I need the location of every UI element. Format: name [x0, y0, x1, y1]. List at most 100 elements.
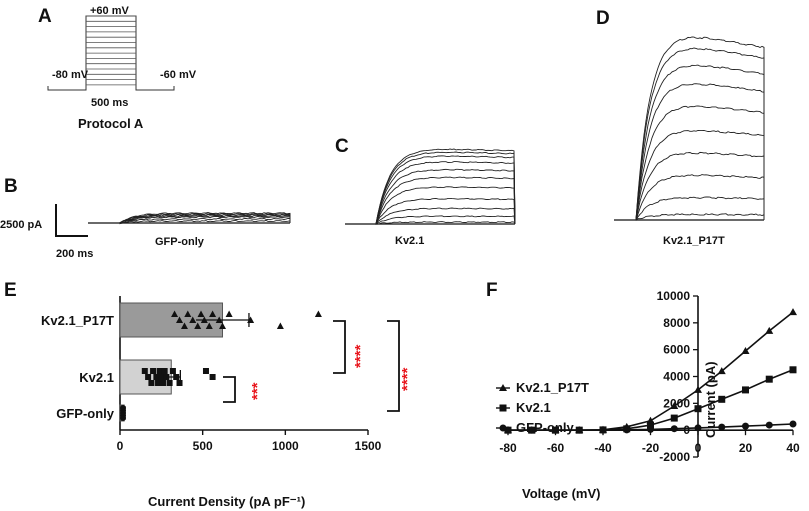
e-point-triangle [276, 322, 284, 329]
e-category-label: Kv2.1_P17T [41, 313, 114, 328]
f-point-circle [647, 425, 654, 433]
current-trace [375, 207, 516, 225]
e-point-triangle [171, 310, 179, 317]
current-trace [375, 168, 516, 225]
e-category-label: Kv2.1 [79, 370, 114, 385]
f-legend-marker [499, 384, 507, 391]
f-point-square [742, 386, 749, 394]
e-point-square [176, 380, 183, 386]
f-point-triangle [717, 367, 726, 375]
panel-c-letter: C [335, 136, 349, 157]
e-point-square [145, 374, 152, 380]
e-point-square [169, 368, 176, 374]
f-legend-label: Kv2.1_P17T [516, 380, 589, 395]
current-trace [375, 151, 516, 225]
f-x-tick-label: -20 [642, 441, 660, 455]
e-point-square [161, 368, 168, 374]
sig-bracket-p17t-gfp [387, 320, 400, 412]
f-point-square [694, 405, 702, 413]
panel-d: D Kv2.1_P17T [596, 8, 765, 247]
current-trace [119, 219, 291, 224]
e-point-square [159, 380, 166, 386]
e-point-square [156, 368, 163, 374]
f-y-tick-label: 4000 [663, 370, 690, 384]
f-point-triangle [694, 385, 702, 393]
f-series-line [508, 311, 794, 431]
current-trace [635, 36, 765, 221]
e-point-triangle [205, 322, 213, 329]
e-x-tick-label: 1500 [355, 439, 382, 453]
panel-e-letter: E [4, 280, 17, 301]
current-trace [635, 174, 765, 221]
e-point-square [202, 368, 209, 374]
e-point-triangle [219, 322, 227, 329]
sig-stars-p17t-gfp: **** [399, 367, 416, 391]
sig-bracket-kv21-gfp [223, 376, 236, 403]
f-point-square [670, 414, 678, 422]
current-trace [375, 186, 516, 225]
e-point-triangle [200, 316, 208, 323]
current-trace [375, 161, 516, 225]
current-trace [635, 213, 765, 221]
f-x-tick-label: 0 [695, 441, 702, 455]
scale-time-label: 200 ms [56, 248, 93, 260]
f-legend-label: GFP-only [516, 420, 575, 435]
e-point-square [166, 380, 173, 386]
f-x-tick-label: 20 [739, 441, 753, 455]
traces-gfp-only [88, 212, 291, 225]
panel-c: C Kv2.1 [335, 136, 516, 247]
e-point-triangle [189, 316, 197, 323]
e-x-tick-label: 0 [117, 439, 124, 453]
current-trace [119, 214, 291, 224]
f-point-circle [552, 426, 559, 434]
trace-label-kv21: Kv2.1 [395, 235, 424, 247]
f-point-square [647, 421, 654, 429]
current-trace [635, 105, 765, 220]
protocol-vpost-label: -60 mV [160, 69, 197, 81]
f-point-circle [694, 424, 702, 432]
e-category-label: GFP-only [56, 406, 115, 421]
f-xlabel: Voltage (mV) [522, 486, 601, 501]
e-point-square [163, 374, 170, 380]
f-point-square [765, 375, 773, 383]
e-x-tick-label: 500 [193, 439, 213, 453]
f-point-circle [670, 425, 678, 433]
f-point-circle [765, 421, 773, 429]
e-point-square [209, 374, 216, 380]
panel-b-letter: B [4, 176, 18, 197]
current-trace [635, 130, 765, 221]
panel-b: B 2500 pA 200 ms GFP-only [0, 176, 291, 260]
e-point-triangle [209, 310, 217, 317]
f-x-tick-label: -80 [499, 441, 517, 455]
e-point-square [148, 380, 155, 386]
f-legend-marker [499, 424, 507, 432]
f-point-square [718, 395, 726, 403]
traces-kv21-p17t [614, 36, 765, 221]
sig-bracket-p17t-kv21 [333, 320, 346, 374]
current-trace [375, 176, 516, 225]
sig-stars-kv21-gfp: *** [249, 382, 266, 400]
e-point-triangle [215, 316, 223, 323]
current-trace [375, 148, 516, 225]
f-point-circle [575, 426, 583, 434]
current-trace [375, 221, 516, 225]
f-x-tick-label: 40 [786, 441, 800, 455]
e-point-square [150, 368, 157, 374]
current-trace [635, 47, 765, 220]
e-point-triangle [184, 310, 192, 317]
e-point-triangle [194, 322, 202, 329]
current-trace [119, 218, 291, 225]
scale-bar [55, 204, 88, 237]
current-trace [635, 64, 765, 220]
f-point-triangle [765, 326, 774, 334]
e-point-square [158, 374, 165, 380]
current-trace [119, 213, 291, 224]
f-ylabel: Current (pA) [703, 361, 718, 438]
e-point-triangle [197, 310, 205, 317]
traces-kv21 [345, 148, 516, 225]
panel-a: A +60 mV -80 mV -60 mV 500 ms Protocol A [38, 5, 197, 131]
e-point-triangle [247, 316, 255, 323]
